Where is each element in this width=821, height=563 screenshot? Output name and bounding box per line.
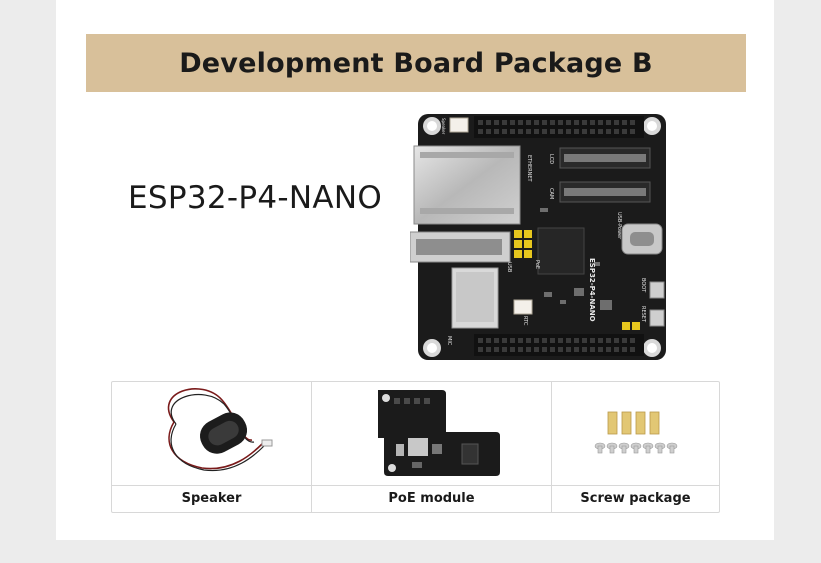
silk-usb: USB <box>506 262 512 273</box>
silk-poe: PoE <box>534 260 540 269</box>
esp32-p4-chip <box>537 227 585 275</box>
accessory-screw-package: Screw package <box>552 382 719 512</box>
silk-usb-power: USB-Power <box>616 212 622 240</box>
banner-title: Development Board Package B <box>179 47 653 79</box>
speaker-connector <box>449 117 469 133</box>
accessory-grid: Speaker PoE module <box>111 381 720 513</box>
silk-boot: BOOT <box>640 278 646 293</box>
screw-package-icon <box>552 411 719 486</box>
silk-cam: CAM <box>548 188 554 199</box>
reset-button <box>649 309 665 327</box>
poe-header <box>514 230 532 258</box>
smd-components <box>540 208 612 310</box>
accessory-speaker: Speaker <box>112 382 312 512</box>
silk-lcd: LCD <box>548 154 554 164</box>
bottom-pin-header <box>474 334 644 356</box>
product-name: ESP32-P4-NANO <box>128 180 383 216</box>
right-yellow-header <box>622 322 640 330</box>
silk-reset: RESET <box>640 306 646 323</box>
accessory-poe-module: PoE module <box>312 382 552 512</box>
accessory-label: Screw package <box>580 491 691 506</box>
accessory-label: Speaker <box>181 491 242 506</box>
silk-mic: MIC <box>446 336 452 346</box>
boot-button <box>649 281 665 299</box>
dev-board-image: ESP32-P4-NANO LCD CAM ETHERNET USB PoE R… <box>410 114 666 360</box>
accessory-label: PoE module <box>388 491 475 506</box>
silk-ethernet: ETHERNET <box>526 155 532 183</box>
board-silk-name: ESP32-P4-NANO <box>588 258 596 322</box>
silk-rtc: RTC <box>522 316 528 326</box>
poe-module-icon <box>312 390 552 486</box>
rtc-connector <box>513 299 533 315</box>
top-pin-header <box>474 116 644 138</box>
package-banner: Development Board Package B <box>86 34 746 92</box>
speaker-icon <box>112 388 312 486</box>
silk-speaker: Speaker <box>441 118 446 135</box>
